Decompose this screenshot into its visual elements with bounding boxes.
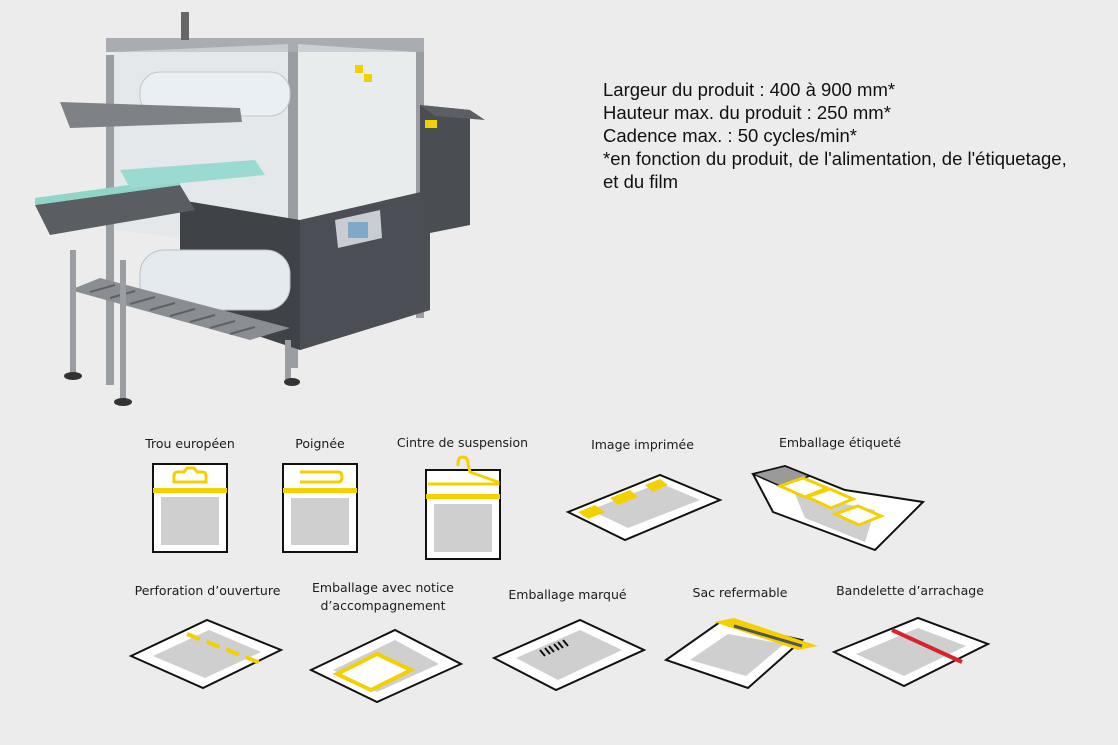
- spec-rate: Cadence max. : 50 cycles/min*: [603, 125, 857, 146]
- sac-refermable-icon: [663, 618, 818, 690]
- image-imprimee-icon: [565, 473, 723, 542]
- spec-list: Largeur du produit : 400 à 900 mm* Haute…: [603, 78, 1113, 193]
- option-trou-europeen-label: Trou européen: [145, 436, 235, 451]
- machine-photo: [35, 12, 485, 406]
- option-emballage-etiquete-label: Emballage étiqueté: [778, 435, 902, 450]
- option-image-imprimee-label: Image imprimée: [591, 437, 694, 452]
- option-notice-label-1: Emballage avec notice: [312, 580, 454, 595]
- notice-accompagnement-icon: [308, 628, 464, 704]
- spec-width: Largeur du produit : 400 à 900 mm*: [603, 79, 896, 100]
- option-cintre-label: Cintre de suspension: [396, 435, 529, 450]
- emballage-marque-icon: [491, 618, 647, 692]
- option-perforation-label: Perforation d’ouverture: [134, 583, 281, 598]
- trou-europeen-icon: [152, 463, 228, 553]
- spec-height: Hauteur max. du produit : 250 mm*: [603, 102, 891, 123]
- perforation-icon: [128, 618, 284, 690]
- emballage-etiquete-icon: [750, 464, 926, 552]
- cintre-suspension-icon: [425, 455, 501, 560]
- option-sac-refermable-label: Sac refermable: [692, 585, 788, 600]
- option-bandelette-label: Bandelette d’arrachage: [836, 583, 984, 598]
- option-marque-label: Emballage marqué: [508, 587, 627, 602]
- option-notice-label-2: d’accompagnement: [320, 598, 446, 613]
- bandelette-icon: [831, 616, 991, 688]
- poignee-icon: [282, 463, 358, 553]
- option-poignee-label: Poignée: [295, 436, 345, 451]
- spec-footnote-2: et du film: [603, 171, 679, 192]
- spec-footnote-1: *en fonction du produit, de l'alimentati…: [603, 148, 1067, 169]
